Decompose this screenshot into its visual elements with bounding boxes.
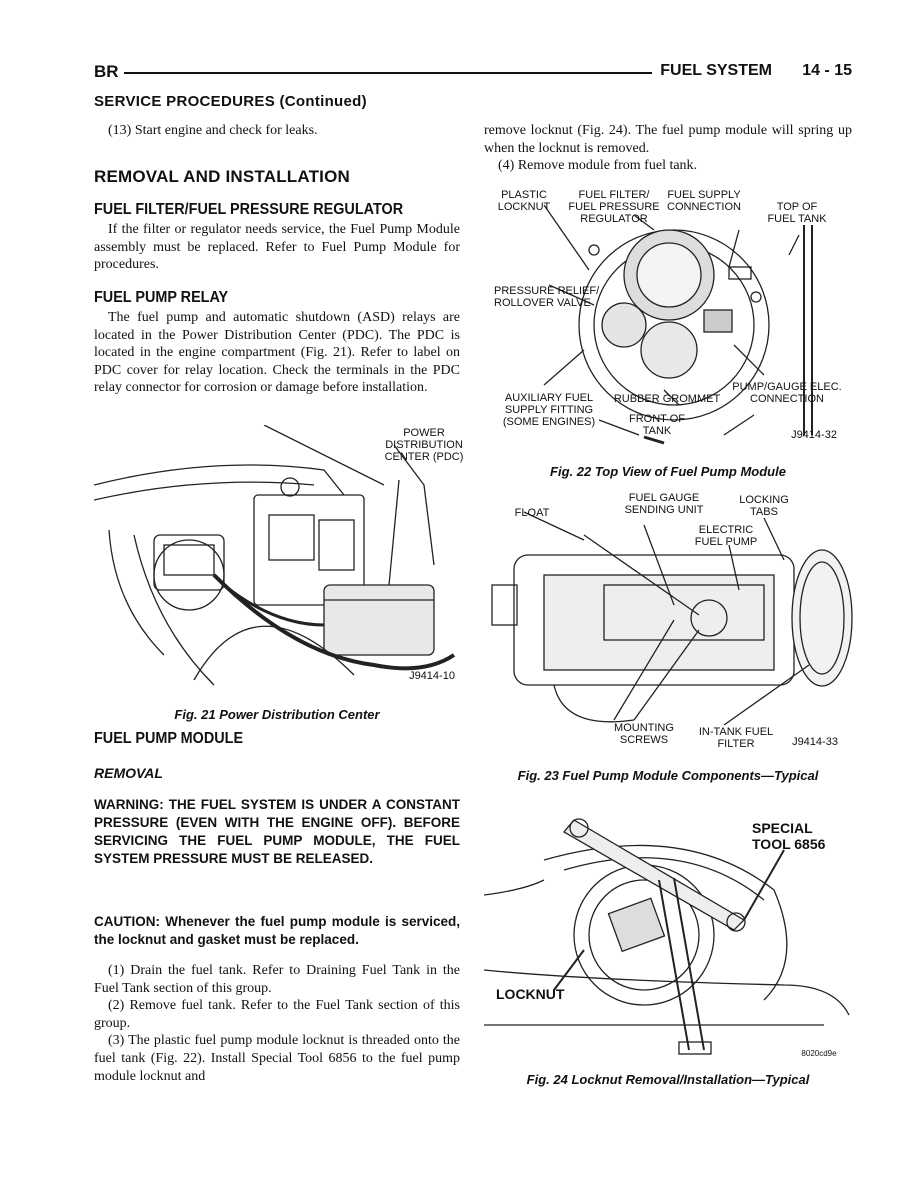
warning-text: WARNING: THE FUEL SYSTEM IS UNDER A CONS… bbox=[94, 797, 460, 866]
relay-heading: FUEL PUMP RELAY bbox=[94, 289, 229, 306]
float-label: FLOAT bbox=[514, 507, 550, 519]
special-tool-label: SPECIAL TOOL 6856 bbox=[752, 820, 826, 852]
locking-tabs-label: LOCKING TABS bbox=[739, 494, 789, 518]
figure-21: POWER DISTRIBUTION CENTER (PDC) J9414-10 bbox=[94, 425, 464, 695]
step-1: (1) Drain the fuel tank. Refer to Draini… bbox=[94, 963, 460, 996]
removal-heading: REMOVAL AND INSTALLATION bbox=[94, 167, 351, 186]
fig21-code: J9414-10 bbox=[409, 670, 455, 682]
step-2: (2) Remove fuel tank. Refer to the Fuel … bbox=[94, 998, 460, 1031]
page-header: BR FUEL SYSTEM 14 - 15 bbox=[94, 62, 852, 86]
step-13: (13) Start engine and check for leaks. bbox=[108, 123, 318, 138]
fig22-caption: Fig. 22 Top View of Fuel Pump Module bbox=[550, 464, 786, 479]
relay-paragraph: The fuel pump and automatic shutdown (AS… bbox=[94, 310, 460, 396]
top-of-tank-label: TOP OF FUEL TANK bbox=[767, 201, 827, 225]
pump-gauge-label: PUMP/GAUGE ELEC. CONNECTION bbox=[732, 381, 842, 405]
filter-heading: FUEL FILTER/FUEL PRESSURE REGULATOR bbox=[94, 201, 404, 218]
module-heading: FUEL PUMP MODULE bbox=[94, 730, 244, 747]
locknut-tool-illustration bbox=[484, 818, 850, 1055]
fig23-caption: Fig. 23 Fuel Pump Module Components—Typi… bbox=[517, 768, 819, 783]
service-heading: SERVICE PROCEDURES (Continued) bbox=[94, 93, 367, 110]
gauge-label: FUEL GAUGE SENDING UNIT bbox=[624, 492, 704, 516]
section-code: BR bbox=[94, 62, 119, 81]
step-3: (3) The plastic fuel pump module locknut… bbox=[94, 1033, 460, 1084]
figure-22: PLASTIC LOCKNUT FUEL FILTER/ FUEL PRESSU… bbox=[494, 185, 850, 445]
fig24-code: 8020cd9e bbox=[801, 1049, 837, 1058]
pump-module-components bbox=[491, 511, 853, 726]
page-number: 14 - 15 bbox=[802, 62, 852, 79]
mounting-screws-label: MOUNTING SCREWS bbox=[614, 722, 674, 746]
fig23-code: J9414-33 bbox=[792, 736, 838, 748]
in-tank-filter-label: IN-TANK FUEL FILTER bbox=[698, 726, 774, 750]
continued-paragraph: remove locknut (Fig. 24). The fuel pump … bbox=[484, 123, 852, 156]
fig24-caption: Fig. 24 Locknut Removal/Installation—Typ… bbox=[526, 1072, 810, 1087]
caution-text: CAUTION: Whenever the fuel pump module i… bbox=[94, 914, 460, 947]
supply-connection-label: FUEL SUPPLY CONNECTION bbox=[667, 189, 741, 213]
aux-fitting-label: AUXILIARY FUEL SUPPLY FITTING (SOME ENGI… bbox=[502, 392, 596, 428]
front-of-tank-label: FRONT OF TANK bbox=[628, 413, 685, 437]
figure-23: FLOAT FUEL GAUGE SENDING UNIT LOCKING TA… bbox=[484, 490, 854, 756]
figure-24: SPECIAL TOOL 6856 LOCKNUT 8020cd9e bbox=[484, 800, 854, 1062]
fig21-caption: Fig. 21 Power Distribution Center bbox=[174, 707, 380, 722]
header-rule bbox=[124, 72, 652, 74]
rubber-grommet-label: RUBBER GROMMET bbox=[613, 393, 721, 405]
pdc-label: POWER DISTRIBUTION CENTER (PDC) bbox=[384, 427, 464, 463]
relief-valve-label: PRESSURE RELIEF/ ROLLOVER VALVE bbox=[494, 285, 600, 309]
plastic-locknut-label: PLASTIC LOCKNUT bbox=[497, 189, 551, 213]
step-4: (4) Remove module from fuel tank. bbox=[498, 158, 698, 174]
filter-paragraph: If the filter or regulator needs service… bbox=[94, 222, 460, 273]
locknut-label: LOCKNUT bbox=[496, 986, 565, 1002]
pdc-illustration bbox=[94, 425, 456, 686]
electric-pump-label: ELECTRIC FUEL PUMP bbox=[694, 524, 758, 548]
fig22-code: J9414-32 bbox=[791, 429, 837, 441]
pump-module-top-view bbox=[543, 204, 813, 445]
removal-subheading: REMOVAL bbox=[94, 765, 163, 781]
section-title: FUEL SYSTEM bbox=[660, 62, 772, 79]
filter-regulator-label: FUEL FILTER/ FUEL PRESSURE REGULATOR bbox=[568, 189, 660, 225]
